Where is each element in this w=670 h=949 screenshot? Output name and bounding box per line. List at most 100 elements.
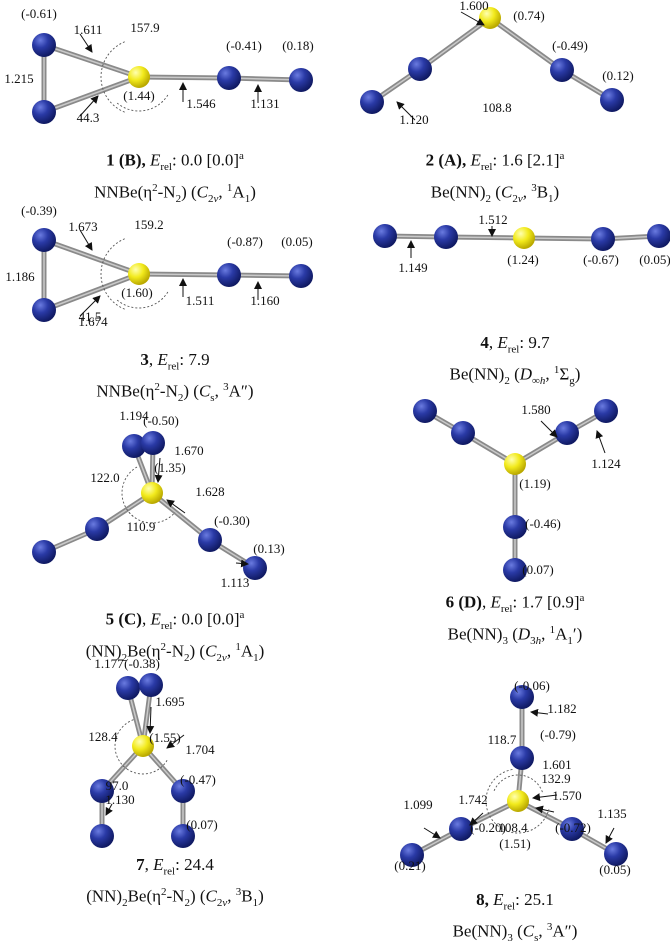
bond-highlight xyxy=(138,76,230,79)
value-label: (1.19) xyxy=(519,476,550,491)
nitrogen-atom xyxy=(449,817,473,841)
formula-structure-1: NNBe(η2-N2) (C2v, 1A1) xyxy=(94,182,256,206)
pointer-arrow xyxy=(105,803,113,816)
nitrogen-atom xyxy=(594,399,618,423)
nitrogen-atom xyxy=(510,685,534,709)
value-label: 159.2 xyxy=(134,217,163,232)
value-label: (-0.30) xyxy=(214,513,250,528)
nitrogen-atom xyxy=(85,517,109,541)
value-label: 1.182 xyxy=(547,701,576,716)
value-label: 1.611 xyxy=(74,22,103,37)
value-label: 110.9 xyxy=(127,519,156,534)
pointer-arrow xyxy=(532,793,558,802)
caption-structure-6: 6 (D), Erel: 1.7 [0.9]a Be(NN)3 (D3h, 1A… xyxy=(380,588,650,652)
structure-6 xyxy=(413,399,618,582)
value-label: (1.60) xyxy=(121,285,152,300)
value-label: 1.546 xyxy=(186,96,216,111)
angle-arc xyxy=(114,719,134,770)
value-label: 1.673 xyxy=(68,219,97,234)
value-label: 108.4 xyxy=(498,820,528,835)
nitrogen-atom xyxy=(400,843,424,867)
value-label: (0.05) xyxy=(639,252,670,267)
formula-structure-5: (NN)2Be(η2-N2) (C2v, 1A1) xyxy=(85,641,265,665)
nitrogen-atom xyxy=(555,421,579,445)
nitrogen-atom xyxy=(550,58,574,82)
value-label: 41.5 xyxy=(79,309,102,324)
value-label: 97.0 xyxy=(106,778,129,793)
nitrogen-atom xyxy=(243,556,267,580)
nitrogen-atom xyxy=(373,224,397,248)
beryllium-atom xyxy=(507,790,529,812)
beryllium-atom xyxy=(513,227,535,249)
value-label: 1.570 xyxy=(552,788,581,803)
value-label: 1.135 xyxy=(597,806,626,821)
nitrogen-atom xyxy=(413,399,437,423)
bond-highlight xyxy=(523,237,604,240)
formula-structure-3: NNBe(η2-N2) (Cs, 3A″) xyxy=(96,381,254,405)
value-label: (1.24) xyxy=(507,252,538,267)
value-label: 1.215 xyxy=(4,71,33,86)
nitrogen-atom xyxy=(122,434,146,458)
beryllium-atom xyxy=(128,263,150,285)
value-label: (-0.20) xyxy=(470,820,506,835)
value-label: 1.124 xyxy=(591,456,621,471)
nitrogen-atom xyxy=(647,224,670,248)
nitrogen-atom xyxy=(289,264,313,288)
pointer-arrow xyxy=(530,708,549,717)
nitrogen-atom xyxy=(90,779,114,803)
value-label: (0.05) xyxy=(599,862,630,877)
nitrogen-atom xyxy=(116,676,140,700)
angle-arc xyxy=(128,511,176,524)
pointer-arrow xyxy=(469,812,484,826)
caption-structure-8: 8, Erel: 25.1 Be(NN)3 (Cs, 3A″) xyxy=(380,889,650,949)
value-label: (-0.87) xyxy=(227,234,263,249)
nitrogen-atom xyxy=(32,100,56,124)
pointer-arrow xyxy=(146,706,155,734)
pointer-arrow xyxy=(166,499,186,514)
nitrogen-atom xyxy=(171,779,195,803)
value-label: 1.186 xyxy=(5,269,35,284)
nitrogen-atom xyxy=(604,842,628,866)
nitrogen-atom xyxy=(600,88,624,112)
value-label: 1.580 xyxy=(521,402,550,417)
value-label: (0.74) xyxy=(513,8,544,23)
caption-structure-4: 4, Erel: 9.7 Be(NN)2 (D∞h, 1Σg) xyxy=(380,332,650,392)
value-label: (-0.50) xyxy=(143,413,179,428)
value-label: 1.149 xyxy=(398,260,427,275)
nitrogen-atom xyxy=(141,431,165,455)
structure-2 xyxy=(360,7,624,114)
value-label: 1.120 xyxy=(399,112,428,127)
nitrogen-atom xyxy=(171,824,195,848)
nitrogen-atom xyxy=(591,227,615,251)
pointer-arrow xyxy=(79,95,99,117)
bond-highlight xyxy=(228,274,302,277)
value-label: (1.35) xyxy=(154,460,185,475)
bond-highlight xyxy=(419,17,491,70)
caption-structure-3: 3, Erel: 7.9 NNBe(η2-N2) (Cs, 3A″) xyxy=(40,349,310,409)
nitrogen-atom xyxy=(408,57,432,81)
nitrogen-atom xyxy=(32,33,56,57)
nitrogen-atom xyxy=(434,225,458,249)
value-label: 1.674 xyxy=(78,314,108,329)
beryllium-atom xyxy=(128,66,150,88)
bond-highlight xyxy=(43,76,140,113)
value-label: 1.704 xyxy=(185,742,215,757)
nitrogen-atom xyxy=(360,90,384,114)
value-label: (-0.61) xyxy=(21,6,57,21)
value-label: 118.7 xyxy=(488,732,517,747)
beryllium-atom xyxy=(504,453,526,475)
value-label: (-0.49) xyxy=(552,38,588,53)
value-label: 1.742 xyxy=(458,792,487,807)
angle-arc xyxy=(116,290,169,309)
value-label: 157.9 xyxy=(130,20,159,35)
beryllium-atom xyxy=(141,482,163,504)
value-label: 108.8 xyxy=(482,100,511,115)
value-label: 1.177 xyxy=(94,656,124,671)
value-label: 1.160 xyxy=(250,293,279,308)
value-label: (0.21) xyxy=(394,858,425,873)
caption-structure-7: 7, Erel: 24.4 (NN)2Be(η2-N2) (C2v, 3B1) xyxy=(40,854,310,914)
beryllium-atom xyxy=(132,735,154,757)
value-label: 1.600 xyxy=(459,0,488,13)
nitrogen-atom xyxy=(217,66,241,90)
